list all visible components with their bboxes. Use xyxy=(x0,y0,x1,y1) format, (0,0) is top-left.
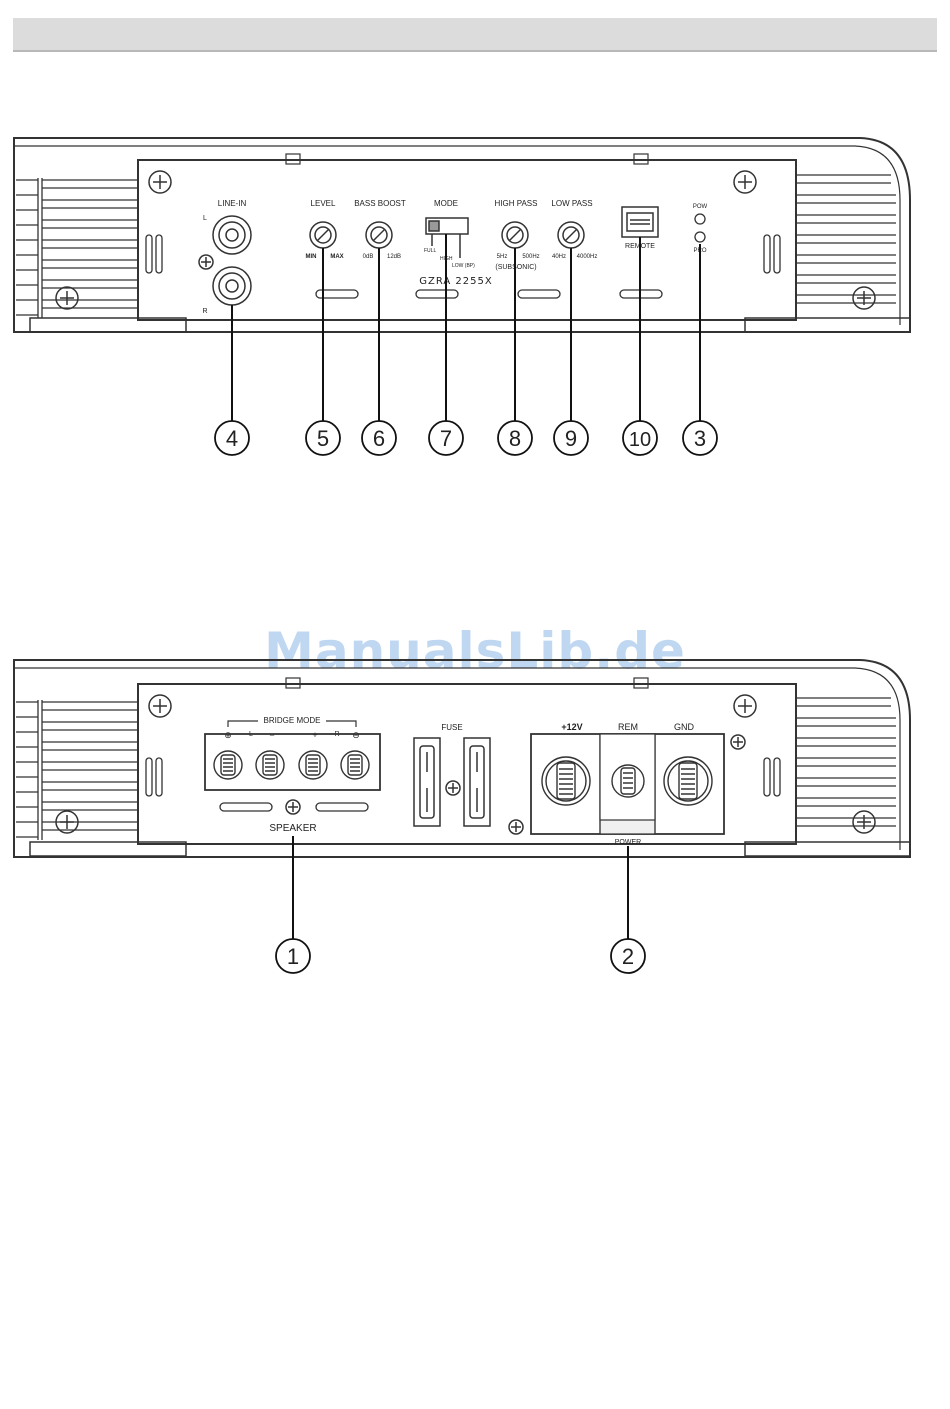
low-pass-max: 4000Hz xyxy=(577,254,598,260)
pow-label: POW xyxy=(693,204,708,210)
low-pass-knob[interactable] xyxy=(558,222,584,248)
bass-boost-min: 0dB xyxy=(363,254,374,260)
callout-6: 6 xyxy=(373,426,385,451)
level-knob[interactable] xyxy=(310,222,336,248)
high-pass-min: 5Hz xyxy=(497,254,508,260)
level-max: MAX xyxy=(330,254,343,260)
fuse-icon[interactable] xyxy=(464,738,490,826)
callout-4: 4 xyxy=(226,426,238,451)
model-name: GZRA 2255X xyxy=(419,276,492,287)
speaker-label: SPEAKER xyxy=(269,823,316,834)
callout-3: 3 xyxy=(694,426,706,451)
high-pass-max: 500Hz xyxy=(522,254,539,260)
high-pass-label: HIGH PASS xyxy=(495,199,538,208)
ground-terminal-icon[interactable] xyxy=(664,757,712,805)
high-pass-knob[interactable] xyxy=(502,222,528,248)
fuse-icon[interactable] xyxy=(414,738,440,826)
mode-low: LOW (BP) xyxy=(452,263,475,269)
mode-label: MODE xyxy=(434,199,458,208)
bridge-mode-label: BRIDGE MODE xyxy=(264,716,321,725)
low-pass-min: 40Hz xyxy=(552,254,566,260)
heatsink-right xyxy=(796,698,896,826)
rca-jack-icon[interactable] xyxy=(213,267,251,305)
screw-icon xyxy=(56,695,875,834)
speaker-terminal-icon[interactable] xyxy=(256,751,284,779)
rca-jack-icon[interactable] xyxy=(213,216,251,254)
heatsink-left xyxy=(16,178,138,318)
remote-jack[interactable] xyxy=(622,207,658,237)
callout-10: 10 xyxy=(629,429,651,451)
terminal-mark: − xyxy=(269,730,274,740)
faceplate xyxy=(138,160,796,320)
callout-2: 2 xyxy=(622,944,634,969)
callout-9: 9 xyxy=(565,426,577,451)
level-min: MIN xyxy=(306,254,317,260)
low-pass-label: LOW PASS xyxy=(551,199,592,208)
power-led-icon xyxy=(695,214,705,224)
line-in-label: LINE-IN xyxy=(218,199,247,208)
mode-full: FULL xyxy=(424,248,436,254)
protect-led-icon xyxy=(695,232,705,242)
bass-boost-max: 12dB xyxy=(387,254,401,260)
speaker-terminal-block xyxy=(205,734,380,790)
terminal-mark: ⊕ xyxy=(224,730,232,740)
callout-5: 5 xyxy=(317,426,329,451)
callout-8: 8 xyxy=(509,426,521,451)
line-in-right-label: R xyxy=(202,308,207,315)
fuse-label: FUSE xyxy=(441,723,462,732)
line-in-left-label: L xyxy=(203,215,207,222)
bass-boost-label: BASS BOOST xyxy=(354,199,406,208)
screw-icon xyxy=(56,171,875,309)
speaker-terminal-icon[interactable] xyxy=(299,751,327,779)
callout-1: 1 xyxy=(287,944,299,969)
gnd-label: GND xyxy=(674,722,695,732)
bass-boost-knob[interactable] xyxy=(366,222,392,248)
speaker-terminal-icon[interactable] xyxy=(214,751,242,779)
speaker-terminal-icon[interactable] xyxy=(341,751,369,779)
header-bar xyxy=(13,18,937,52)
rear-panel-diagram: BRIDGE MODE ⊕ L − + R ⊖ SPEAKER FUSE +12… xyxy=(0,650,950,980)
heatsink-right xyxy=(796,175,896,303)
callout-7: 7 xyxy=(440,426,452,451)
power-terminal-icon[interactable] xyxy=(542,757,590,805)
terminal-mark: ⊖ xyxy=(352,730,360,740)
level-label: LEVEL xyxy=(311,199,336,208)
rem-label: REM xyxy=(618,722,638,732)
terminal-mark: + xyxy=(312,730,317,740)
power-label: POWER xyxy=(615,839,641,846)
front-panel-diagram: LINE-IN L R LEVEL MIN MAX BASS BOOST 0dB… xyxy=(0,120,950,480)
plus12v-label: +12V xyxy=(561,722,582,732)
